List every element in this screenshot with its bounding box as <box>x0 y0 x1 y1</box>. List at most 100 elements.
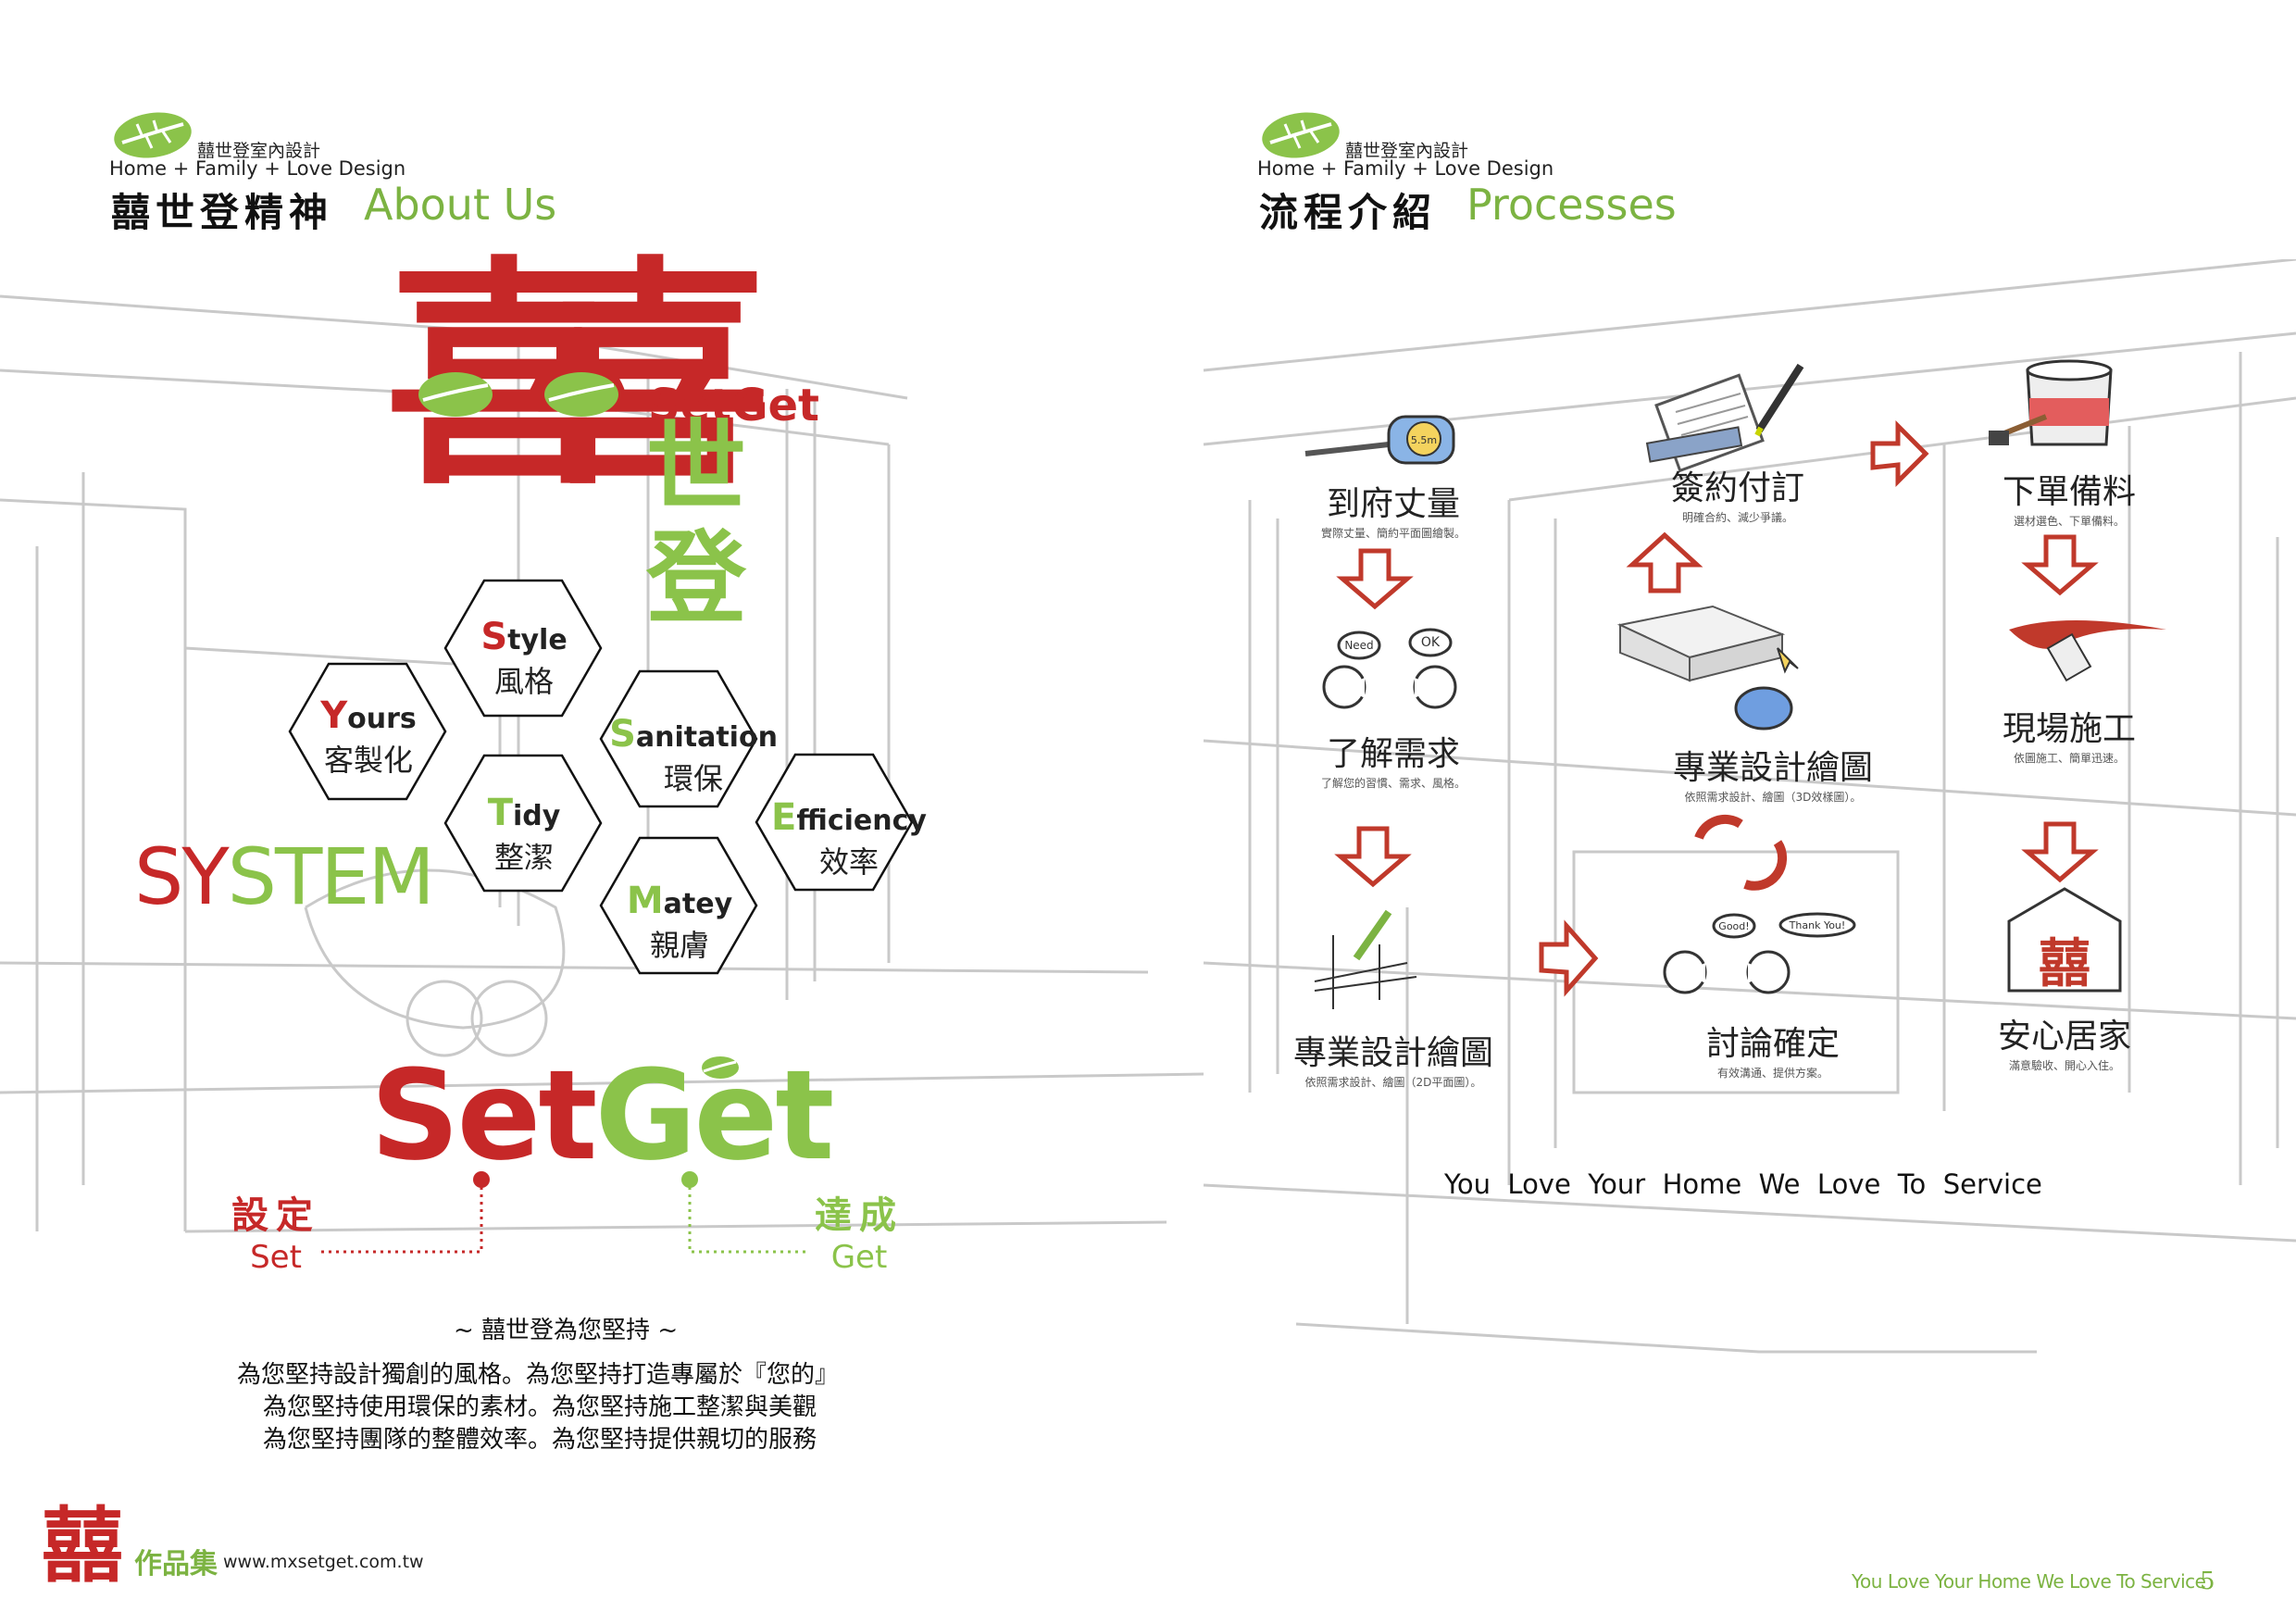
step-6: 簽約付訂 明確合約、減少爭議。 <box>1631 461 1844 525</box>
paint-bucket-icon <box>1989 359 2113 446</box>
step-title: 專業設計繪圖 <box>1672 749 1873 787</box>
persist-line-3: 為您堅持團隊的整體效率。為您堅持提供親切的服務 <box>263 1426 817 1454</box>
hexagon-efficiency <box>755 753 914 892</box>
house-char: 囍 <box>2039 934 2090 994</box>
page-title-en: About Us <box>364 180 557 230</box>
step-title: 安心居家 <box>1997 1018 2131 1056</box>
tape-label: 5.5m <box>1411 434 1437 446</box>
step-title: 了解需求 <box>1326 735 1460 773</box>
setget-main-logo: 喜 喜 SetGet 世登 <box>384 239 829 635</box>
slogan: You Love Your Home We Love To Service <box>1444 1168 2042 1200</box>
brand-company: 囍世登室內設計 <box>1345 141 1469 161</box>
step-2: 了解需求 了解您的習慣、需求、風格。 <box>1287 727 1500 791</box>
need-label: Need <box>1344 639 1373 652</box>
hex-word: idy <box>512 800 561 832</box>
step-sub: 依照需求設計、繪圖（3D效樣圖）。 <box>1684 791 1862 804</box>
step-sub: 選材選色、下單備料。 <box>2013 515 2125 528</box>
hex-label-efficiency: Efficiency 效率 <box>756 796 942 881</box>
page-title-cn: 囍世登精神 <box>111 190 334 235</box>
hex-cn: 親膚 <box>649 928 709 963</box>
brand-tagline: Home + Family + Love Design <box>109 157 406 180</box>
good-label: Good! <box>1718 920 1749 932</box>
brand-tagline: Home + Family + Love Design <box>1257 157 1554 180</box>
step-sub: 依照需求設計、繪圖（2D平面圖）。 <box>1304 1076 1482 1089</box>
hex-label-matey: Matey 親膚 <box>601 880 758 965</box>
system-label-green: STEM <box>227 831 435 922</box>
step-title: 現場施工 <box>2002 710 2136 748</box>
brand-company: 囍世登室內設計 <box>197 141 321 161</box>
setget-leaf-icon <box>702 1056 739 1079</box>
hex-word: anitation <box>635 721 778 754</box>
set-label: 設定 Set <box>231 1185 320 1276</box>
good-thankyou-heads-icon <box>1663 912 1856 994</box>
step-sub: 滿意驗收、開心入住。 <box>2008 1059 2120 1072</box>
hexagon-tidy <box>443 754 603 893</box>
hexagon-sanitation <box>599 669 758 808</box>
hex-label-sanitation: Sanitation 環保 <box>601 713 786 798</box>
process-illustrations: 5.5m Need OK <box>1304 359 2166 1009</box>
logo-leaf-icon <box>544 372 618 417</box>
hex-initial: S <box>609 713 636 756</box>
flow-arrows-icon <box>1334 419 2099 997</box>
step-sub: 明確合約、減少爭議。 <box>1681 511 1793 524</box>
set-label-cn: 設定 <box>231 1193 320 1237</box>
step-sub: 了解您的習慣、需求、風格。 <box>1320 777 1466 790</box>
step-4: 討論確定 有效溝通、提供方案。 <box>1666 1017 1879 1081</box>
setget-wordmark: SetGet <box>370 1046 834 1185</box>
step-1: 到府丈量 實際丈量、簡約平面圖繪製。 <box>1287 477 1500 541</box>
ok-label: OK <box>1421 635 1441 650</box>
thankyou-label: Thank You! <box>1789 919 1846 931</box>
hex-initial: Y <box>320 694 348 737</box>
right-brand: 囍世登室內設計 Home + Family + Love Design <box>1257 107 1554 181</box>
setget-connectors <box>320 1171 810 1254</box>
footer-url[interactable]: www.mxsetget.com.tw <box>223 1552 424 1572</box>
step-8: 現場施工 依圖施工、簡單迅速。 <box>1963 702 2176 766</box>
page-number: 5 <box>2200 1568 2215 1595</box>
step-sub: 依圖施工、簡單迅速。 <box>2013 752 2125 765</box>
step-5: 專業設計繪圖 依照需求設計、繪圖（3D效樣圖）。 <box>1629 741 1916 805</box>
hex-initial: E <box>771 796 797 839</box>
left-brand: 囍世登室內設計 Home + Family + Love Design <box>109 107 406 181</box>
logo-setget-text: SetGet <box>648 380 819 431</box>
step-title: 到府丈量 <box>1326 485 1460 523</box>
leaf-logo-icon <box>1262 112 1340 158</box>
step-title: 下單備料 <box>2002 473 2136 511</box>
persist-line-1: 為您堅持設計獨創的風格。為您堅持打造專屬於『您的』 <box>237 1361 840 1389</box>
footer-label: 作品集 <box>134 1548 218 1580</box>
get-label-cn: 達成 <box>815 1193 904 1237</box>
page-title-cn: 流程介紹 <box>1259 190 1438 235</box>
get-label-en: Get <box>830 1239 888 1276</box>
step-3: 專業設計繪圖 依照需求設計、繪圖（2D平面圖）。 <box>1264 1026 1523 1090</box>
pencil-plan-icon <box>1314 909 1417 1009</box>
step-title: 專業設計繪圖 <box>1292 1034 1493 1072</box>
step-sub: 有效溝通、提供方案。 <box>1716 1067 1828 1080</box>
system-label-red: SY <box>134 831 230 922</box>
footer-logo-char: 囍 <box>42 1498 124 1593</box>
hexagon-yours <box>288 662 447 801</box>
footer-logo: 囍 作品集 www.mxsetget.com.tw <box>42 1502 430 1591</box>
trowel-icon <box>2009 620 2166 682</box>
hex-word: fficiency <box>796 805 927 837</box>
page-title-en: Processes <box>1466 180 1677 230</box>
step-title: 簽約付訂 <box>1670 469 1804 507</box>
hex-label-style: Style 風格 <box>445 616 603 701</box>
values-hexagon-grid <box>288 579 914 975</box>
house-icon: 囍 <box>2007 887 2122 994</box>
need-ok-heads-icon <box>1322 628 1457 709</box>
3d-room-icon <box>1616 605 1799 731</box>
hex-cn: 客製化 <box>323 743 413 778</box>
persist-line-2: 為您堅持使用環保的素材。為您堅持施工整潔與美觀 <box>263 1393 817 1421</box>
hex-initial: S <box>480 616 508 658</box>
hex-cn: 風格 <box>493 664 554 699</box>
tape-measure-icon: 5.5m <box>1304 415 1455 465</box>
hex-word: ours <box>347 703 417 735</box>
step-sub: 實際丈量、簡約平面圖繪製。 <box>1320 527 1466 540</box>
hex-cn: 整潔 <box>493 840 554 875</box>
step-7: 下單備料 選材選色、下單備料。 <box>1963 465 2176 529</box>
footer-slogan: You Love Your Home We Love To Service <box>1852 1570 2206 1593</box>
hex-word: atey <box>663 888 733 920</box>
hex-initial: M <box>626 880 664 922</box>
leaf-logo-icon <box>114 112 192 158</box>
step-title: 討論確定 <box>1705 1025 1840 1063</box>
logo-cn-text: 世登 <box>646 410 747 637</box>
